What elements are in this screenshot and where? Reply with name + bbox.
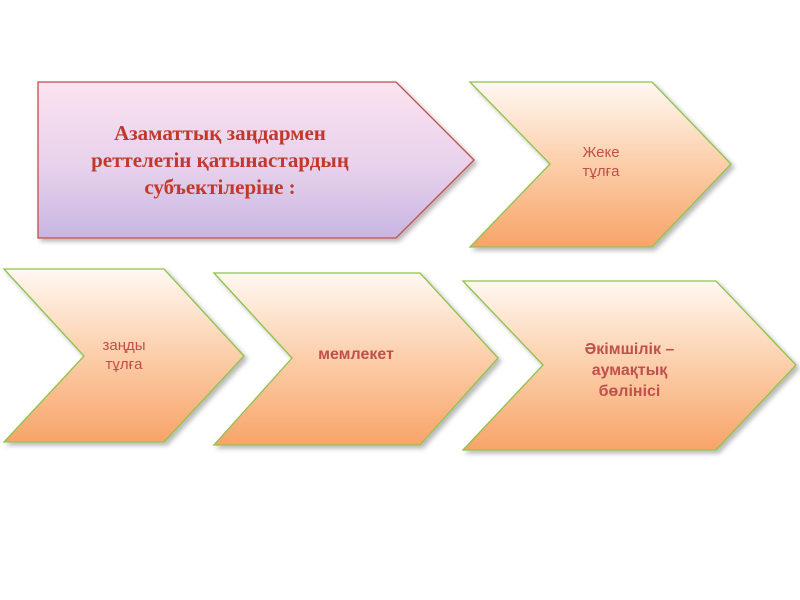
chevron-admin-territorial [461,280,797,451]
label-admin-territorial: Әкімшілік – аумақтық бөлінісі [584,340,675,400]
title-text: Азаматтық заңдармен реттелетін қатынаста… [91,120,349,199]
label-state: мемлекет [318,346,394,363]
chevron-state [212,272,499,446]
label-legal-entity: заңды тұлға [102,337,146,373]
label-individual: Жеке тұлға [582,144,620,180]
title-arrow-shape [37,81,475,239]
chevron-legal-entity [2,268,245,443]
chevron-individual [468,81,732,248]
